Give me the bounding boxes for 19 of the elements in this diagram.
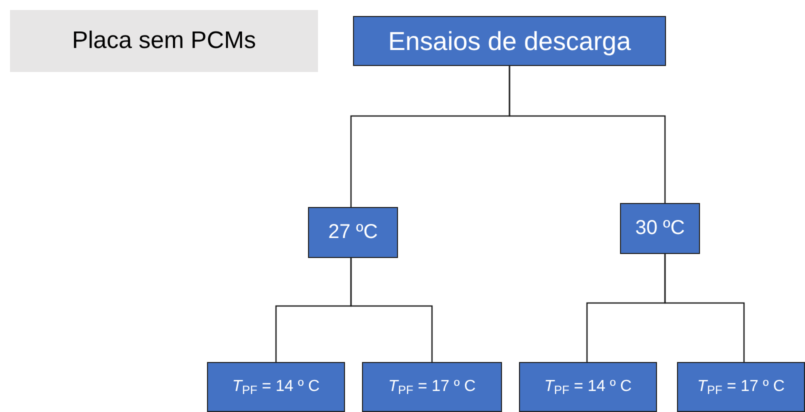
process-box: [207, 362, 345, 412]
process-box: [677, 362, 805, 412]
box-label: T$_{PF}$ = 17 º C: [697, 377, 785, 397]
title-box: [10, 10, 318, 72]
process-box: [620, 203, 700, 254]
process-box: [362, 362, 502, 412]
box-label: Placa sem PCMs: [72, 26, 256, 56]
box-label: T$_{PF}$ = 14 º C: [544, 377, 632, 397]
box-label: T$_{PF}$ = 14 º C: [232, 377, 320, 397]
connector-line: [508, 66, 666, 203]
process-box: [308, 207, 398, 258]
box-label: Ensaios de descarga: [388, 24, 631, 58]
box-label: 27 ºC: [328, 220, 378, 245]
box-label: T$_{PF}$ = 17 º C: [388, 377, 476, 397]
process-box: [519, 362, 657, 412]
box-label: 30 ºC: [635, 216, 685, 241]
process-box: [353, 16, 666, 66]
connector-line: [664, 254, 745, 362]
connector-line: [350, 258, 433, 362]
